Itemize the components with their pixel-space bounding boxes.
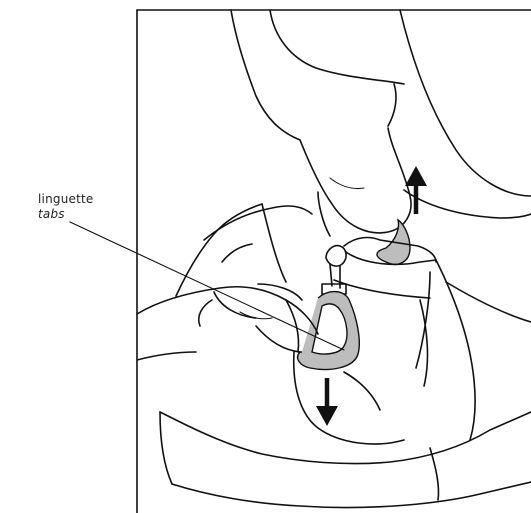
callout-label-primary: linguette	[38, 192, 93, 206]
callout-leader-line	[70, 222, 344, 350]
upper-hand	[231, 10, 531, 236]
callout-label-secondary: tabs	[38, 207, 65, 221]
arrow-down-icon	[316, 378, 338, 426]
lower-tab	[298, 292, 360, 370]
